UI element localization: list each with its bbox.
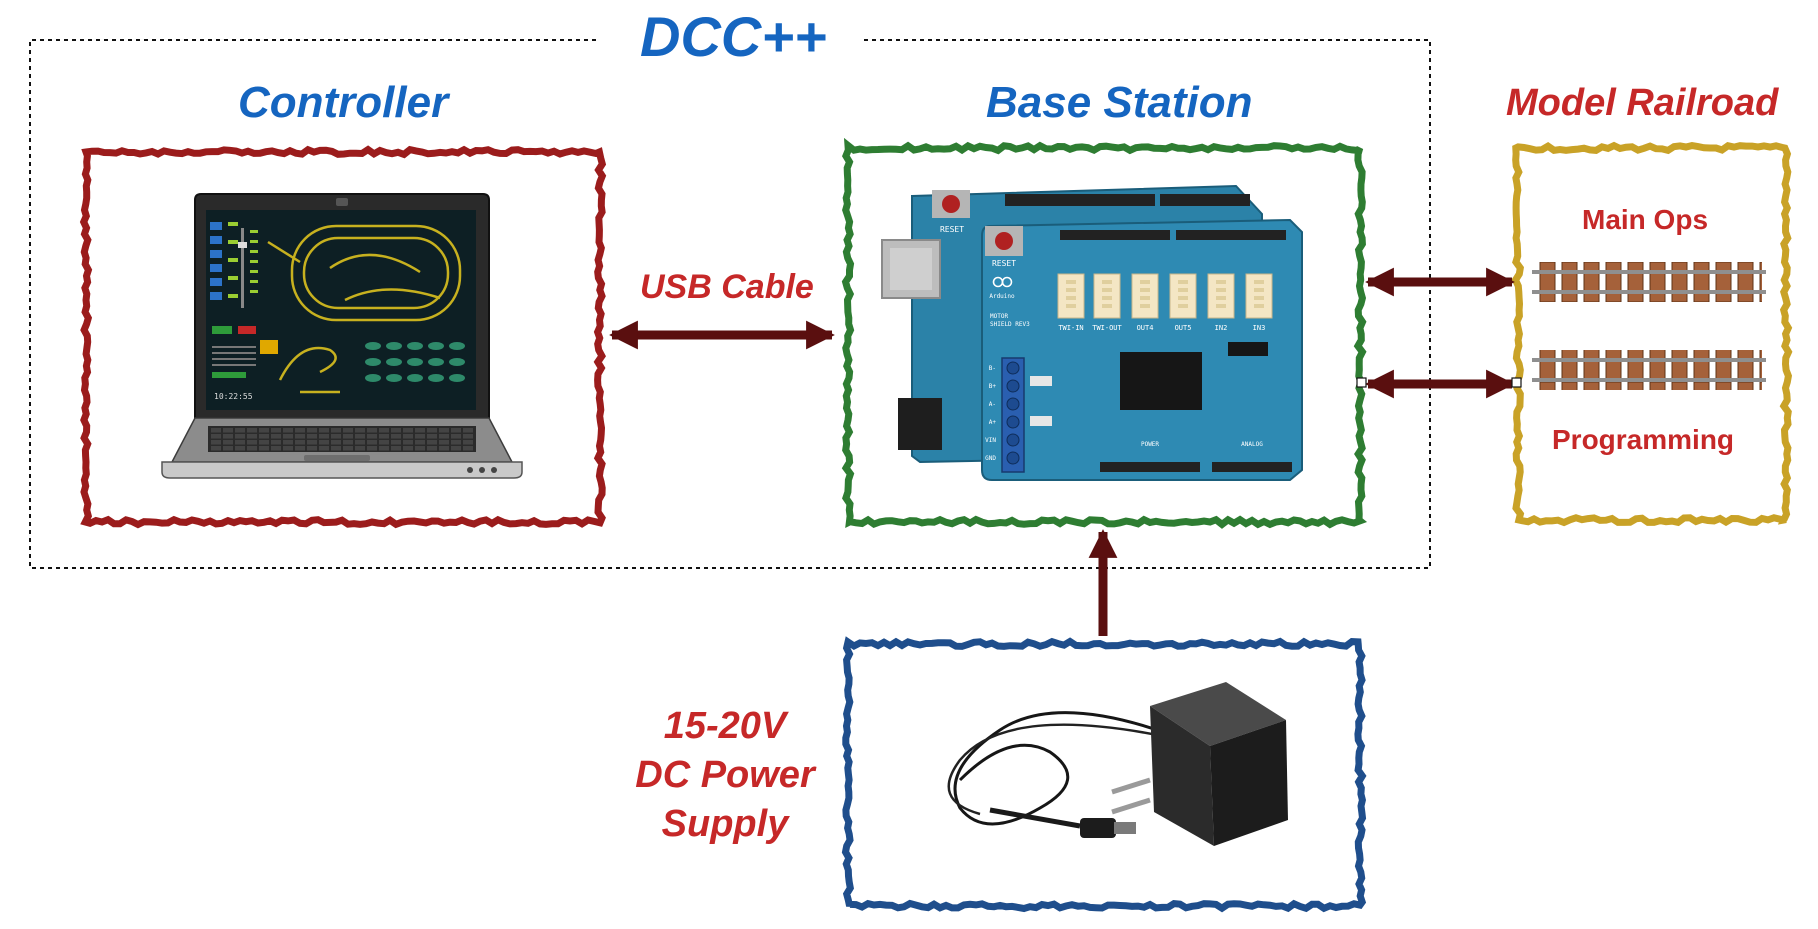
shield-connectors: TWI-IN TWI-OUT OUT4 OUT5 IN2 IN3 (1057, 273, 1273, 332)
power-supply-frame (841, 636, 1367, 913)
laptop-screen-panel (210, 222, 258, 378)
connector-label-5: IN2 (1215, 324, 1228, 332)
reset-label-front: RESET (992, 259, 1016, 268)
base-station-label: Base Station (986, 78, 1253, 127)
connector-label-1: TWI-IN (1058, 324, 1083, 332)
dcc-dotted-frame (29, 39, 1431, 569)
terminal-label-5: VIN (985, 437, 996, 444)
shield-name: MOTOR (990, 313, 1008, 320)
shield-revision: SHIELD REV3 (990, 321, 1030, 328)
reset-label-back: RESET (940, 225, 964, 234)
terminal-block: B- B+ A- A+ VIN GND (985, 361, 1020, 465)
model-railroad-frame (1511, 141, 1793, 527)
diagram-title: DCC++ (640, 5, 827, 68)
terminal-label-3: A- (989, 401, 996, 408)
laptop-screen-buttons (365, 342, 465, 382)
terminal-label-2: B+ (989, 383, 997, 390)
power-label-line-3: Supply (661, 803, 789, 845)
main-ops-track (1532, 262, 1766, 302)
power-supply-label: 15-20V DC Power Supply (610, 702, 840, 849)
power-adapter-image (947, 682, 1288, 846)
laptop-image: 10:22:55 (161, 193, 523, 479)
laptop-clock: 10:22:55 (214, 392, 253, 401)
terminal-label-6: GND (985, 455, 996, 462)
programming-label: Programming (1552, 424, 1735, 455)
analog-header-label: ANALOG (1241, 441, 1263, 448)
controller-frame (79, 145, 607, 529)
power-label-line-2: DC Power (635, 754, 815, 796)
connector-label-2: TWI-OUT (1092, 324, 1122, 332)
power-header-label: POWER (1141, 441, 1159, 448)
arduino-board-image: RESET RESET Arduino MOTOR SHIELD REV3 TW… (881, 184, 1303, 481)
base-station-frame (841, 137, 1368, 529)
laptop-keyboard (211, 428, 473, 451)
power-label-line-1: 15-20V (663, 705, 787, 747)
model-railroad-label: Model Railroad (1506, 82, 1779, 124)
connector-node-left (1356, 377, 1367, 388)
terminal-label-4: A+ (989, 419, 997, 426)
connector-node-right (1511, 377, 1522, 388)
programming-track (1532, 350, 1766, 390)
laptop-track-layout (267, 224, 462, 394)
connector-label-6: IN3 (1253, 324, 1266, 332)
controller-label: Controller (238, 78, 449, 127)
terminal-label-1: B- (989, 365, 996, 372)
connection-arrows (609, 267, 1515, 636)
connector-label-3: OUT4 (1137, 324, 1154, 332)
usb-cable-label: USB Cable (640, 268, 814, 306)
arduino-brand: Arduino (989, 293, 1015, 300)
main-ops-label: Main Ops (1582, 204, 1709, 235)
connector-label-4: OUT5 (1175, 324, 1192, 332)
